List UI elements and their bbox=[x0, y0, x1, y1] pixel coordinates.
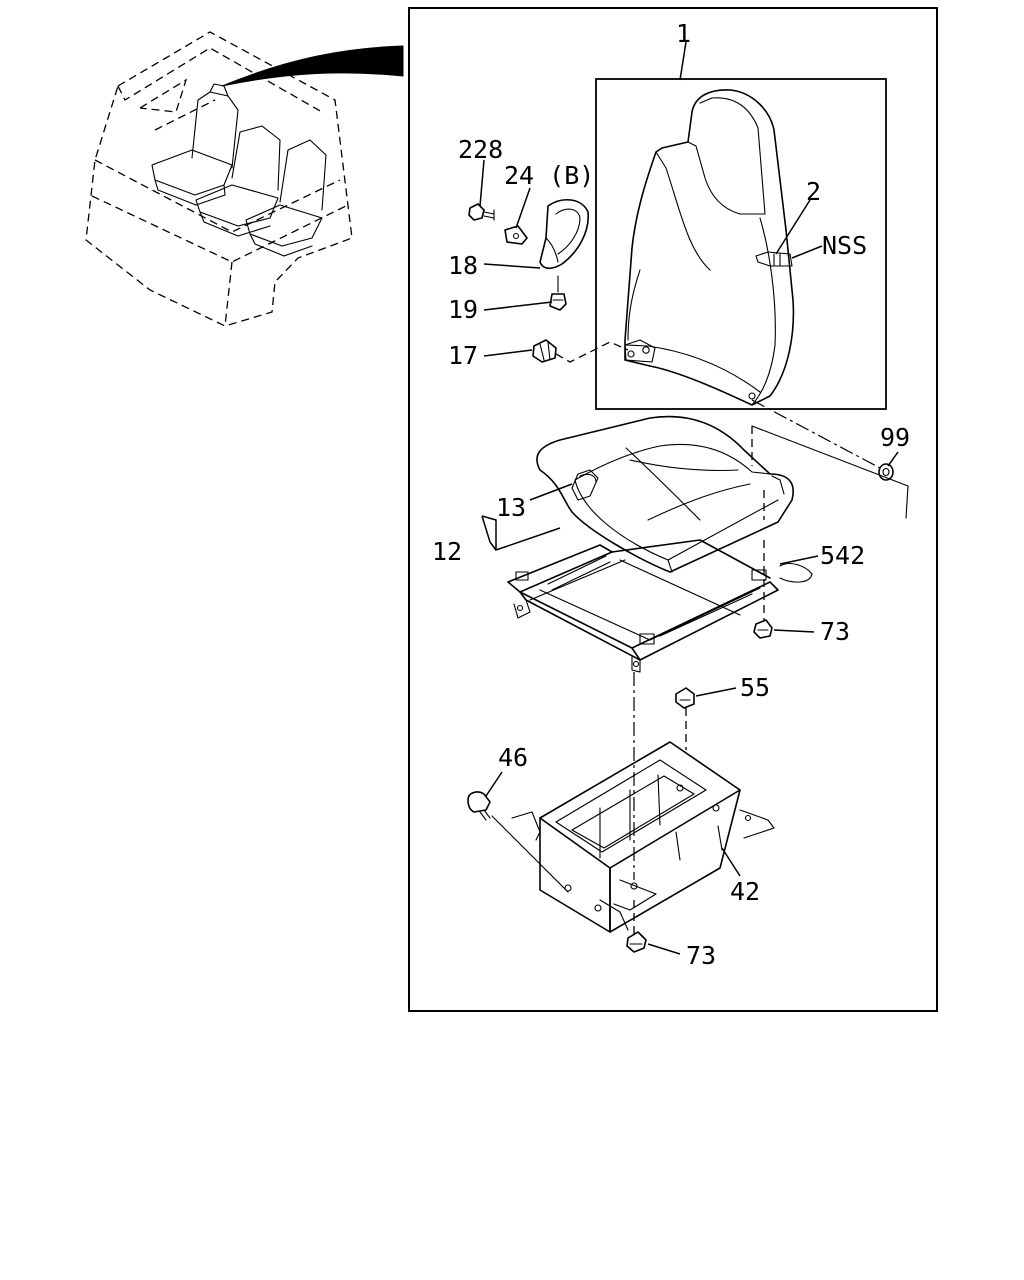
callout-1: 1 bbox=[676, 19, 691, 48]
callout-nss: NSS bbox=[822, 231, 867, 260]
callout-46: 46 bbox=[498, 743, 528, 772]
callout-2: 2 bbox=[806, 177, 821, 206]
callout-228: 228 bbox=[458, 135, 503, 164]
clip-24-b bbox=[504, 225, 528, 245]
callout-55: 55 bbox=[740, 673, 770, 702]
nut-73-upper bbox=[753, 619, 773, 639]
callout-24-b: 24 (B) bbox=[504, 161, 594, 190]
fastener-bolt-228 bbox=[468, 203, 495, 221]
bolt-46 bbox=[467, 791, 569, 893]
seat-base-illustration bbox=[511, 741, 775, 933]
leader-lines bbox=[479, 41, 899, 955]
nut-73-lower bbox=[626, 931, 647, 953]
callout-42: 42 bbox=[730, 877, 760, 906]
bolt-17 bbox=[532, 339, 629, 363]
callout-99: 99 bbox=[880, 423, 910, 452]
callout-18: 18 bbox=[448, 251, 478, 280]
cover-18 bbox=[539, 199, 589, 270]
seat-rail-frame-illustration bbox=[507, 539, 813, 673]
cab-overview-illustration bbox=[85, 31, 404, 327]
callout-542: 542 bbox=[820, 541, 865, 570]
callout-19: 19 bbox=[448, 295, 478, 324]
seat-back-box bbox=[595, 78, 887, 410]
screw-19 bbox=[549, 275, 567, 311]
callout-13: 13 bbox=[496, 493, 526, 522]
callout-73-upper: 73 bbox=[820, 617, 850, 646]
seat-cushion-illustration bbox=[536, 415, 794, 573]
callout-17: 17 bbox=[448, 341, 478, 370]
seat-back-illustration bbox=[624, 89, 795, 406]
nut-55 bbox=[675, 687, 695, 709]
callout-73-lower: 73 bbox=[686, 941, 716, 970]
callout-12: 12 bbox=[432, 537, 462, 566]
detail-frame bbox=[408, 7, 938, 1012]
